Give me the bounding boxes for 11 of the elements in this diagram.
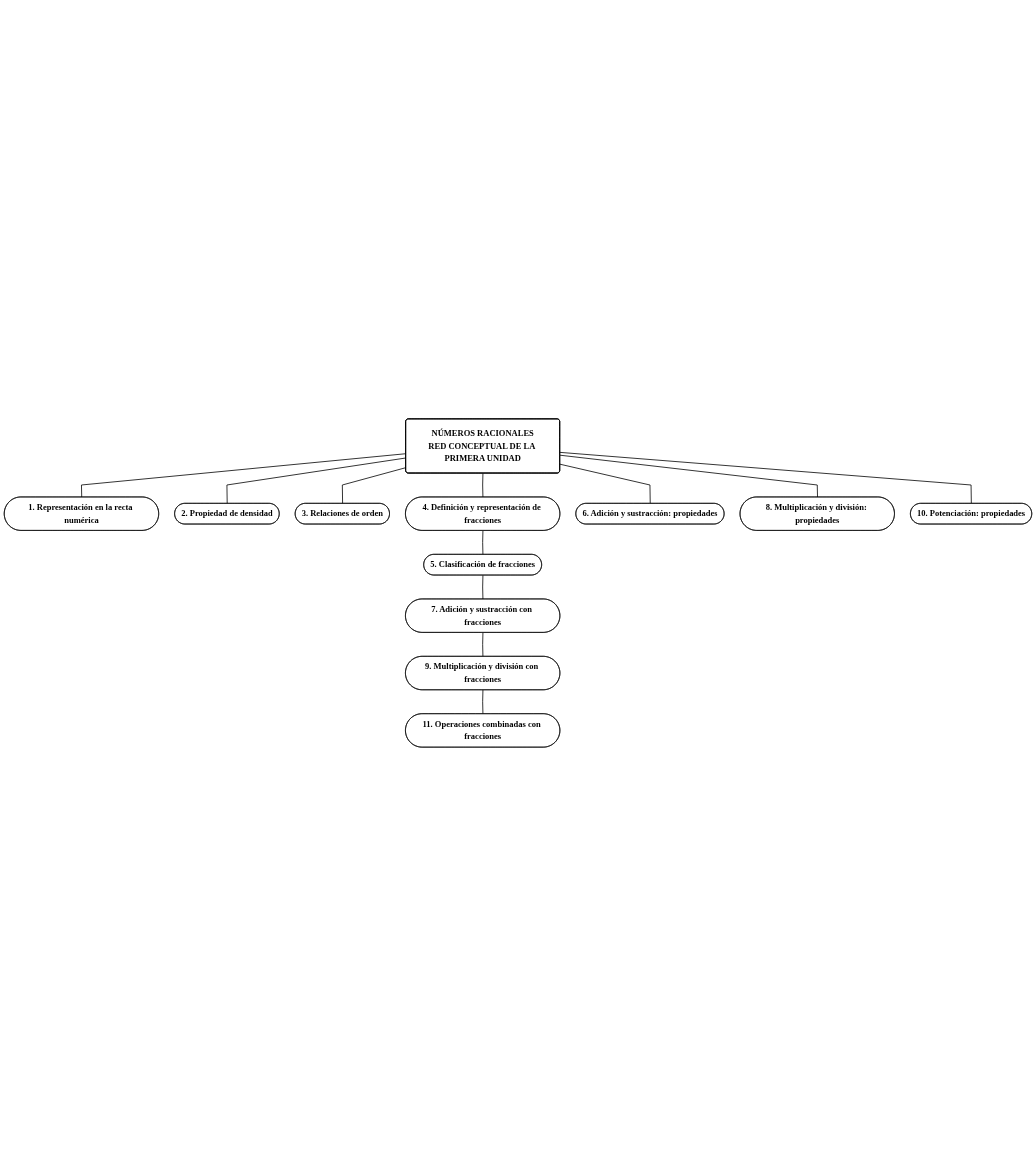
connector [559, 451, 972, 504]
connector [341, 467, 407, 504]
connector [81, 453, 407, 498]
connector [482, 472, 484, 498]
connector [482, 530, 484, 555]
connector [482, 632, 484, 657]
connector [482, 574, 484, 600]
connector [482, 689, 484, 715]
connector [559, 454, 818, 498]
connector [559, 463, 651, 504]
connector [226, 457, 407, 504]
